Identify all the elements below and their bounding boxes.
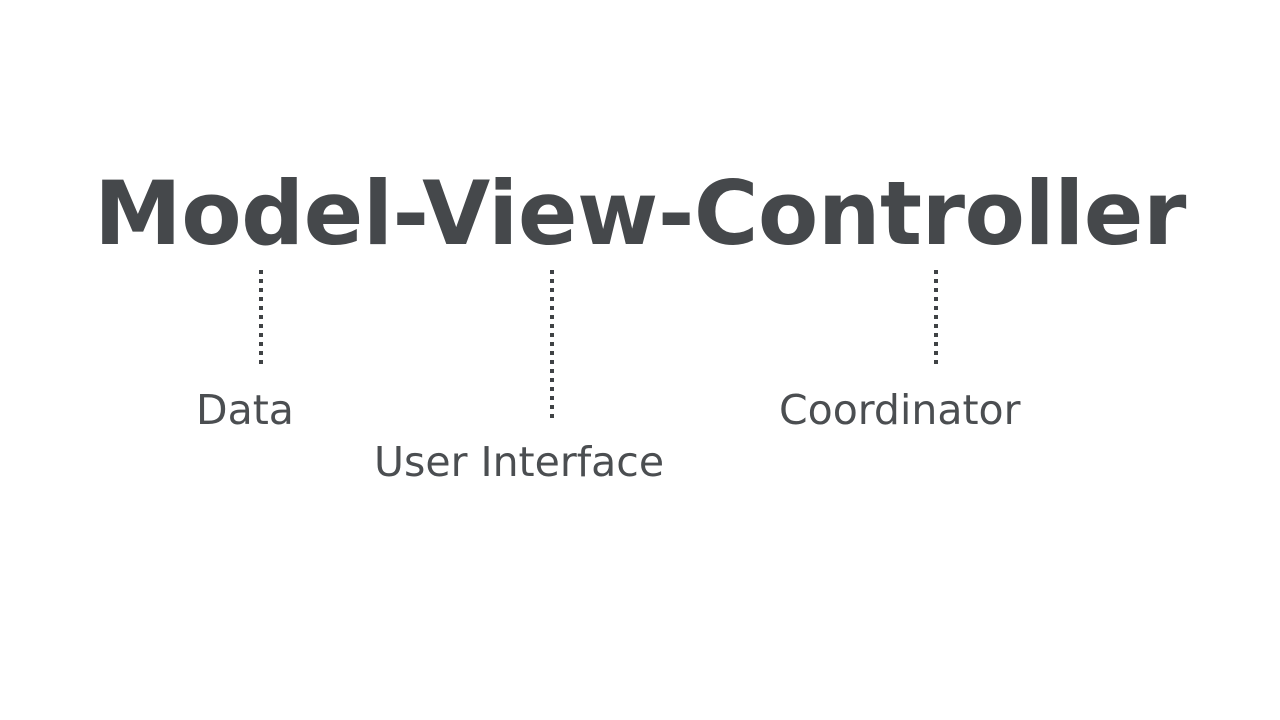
connector-dotted-line-controller: [934, 270, 938, 365]
connector-dotted-line-view: [550, 270, 554, 419]
label-view-user-interface: User Interface: [374, 438, 665, 486]
connector-dotted-line-model: [259, 270, 263, 365]
label-controller-coordinator: Coordinator: [779, 386, 1021, 434]
label-model-data: Data: [196, 386, 294, 434]
page-title: Model-View-Controller: [94, 162, 1186, 265]
